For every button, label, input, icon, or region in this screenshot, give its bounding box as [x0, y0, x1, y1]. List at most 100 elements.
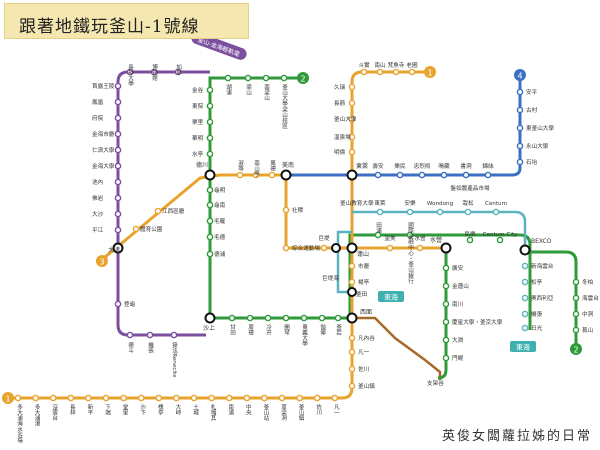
station-dot[interactable] — [264, 314, 272, 322]
station-dot[interactable] — [516, 142, 524, 150]
station-dot[interactable] — [208, 394, 215, 402]
station-dot[interactable] — [224, 74, 232, 82]
station-dot[interactable] — [114, 98, 122, 106]
station-dot[interactable] — [243, 394, 251, 402]
transfer-sasang[interactable] — [204, 312, 216, 324]
station-dot[interactable] — [114, 194, 122, 202]
station-dot[interactable] — [348, 115, 356, 123]
transfer-minam[interactable] — [280, 169, 292, 181]
transfer-yeonsan[interactable] — [346, 242, 358, 254]
station-dot[interactable] — [374, 231, 382, 239]
station-dot[interactable] — [442, 318, 450, 326]
station-dot[interactable] — [296, 394, 303, 402]
station-dot[interactable] — [348, 334, 356, 342]
station-dot[interactable] — [442, 282, 450, 290]
station-dot[interactable] — [262, 74, 270, 82]
station-dot[interactable] — [154, 207, 162, 215]
station-dot[interactable] — [348, 348, 356, 356]
station-dot[interactable] — [392, 68, 400, 76]
station-dot[interactable] — [348, 83, 356, 91]
station-dot[interactable] — [572, 294, 580, 302]
station-dot[interactable] — [416, 244, 424, 252]
station-dot[interactable] — [408, 68, 416, 76]
station-dot[interactable] — [516, 106, 524, 114]
transfer-geoje[interactable] — [331, 243, 341, 253]
station-dot[interactable] — [521, 278, 529, 286]
station-dot[interactable] — [206, 150, 214, 158]
station-dot[interactable] — [442, 336, 450, 344]
station-dot[interactable] — [225, 394, 233, 402]
station-dot[interactable] — [280, 74, 288, 82]
station-dot[interactable] — [376, 208, 384, 216]
station-dot[interactable] — [572, 326, 580, 334]
station-dot[interactable] — [442, 264, 450, 272]
station-dot[interactable] — [14, 394, 22, 402]
station-dot[interactable] — [466, 236, 474, 244]
station-dot[interactable] — [374, 171, 382, 179]
transfer-bujeon[interactable] — [347, 287, 357, 297]
transfer-daejeo[interactable] — [112, 242, 124, 254]
station-dot[interactable] — [49, 394, 57, 402]
station-dot[interactable] — [236, 171, 244, 179]
station-dot[interactable] — [386, 244, 394, 252]
station-dot[interactable] — [348, 278, 356, 286]
station-dot[interactable] — [150, 68, 158, 76]
station-dot[interactable] — [436, 208, 444, 216]
station-dot[interactable] — [516, 88, 524, 96]
station-dot[interactable] — [348, 148, 356, 156]
station-dot[interactable] — [114, 210, 122, 218]
station-dot[interactable] — [464, 208, 472, 216]
station-dot[interactable] — [348, 133, 356, 141]
station-dot[interactable] — [261, 394, 268, 402]
station-dot[interactable] — [282, 206, 290, 214]
station-dot[interactable] — [516, 124, 524, 132]
station-dot[interactable] — [516, 158, 524, 166]
station-dot[interactable] — [85, 394, 92, 402]
transfer-deokcheon[interactable] — [204, 169, 216, 181]
station-dot[interactable] — [252, 171, 260, 179]
station-dot[interactable] — [155, 394, 163, 402]
station-dot[interactable] — [32, 394, 39, 402]
station-dot[interactable] — [244, 74, 252, 82]
station-dot[interactable] — [114, 162, 122, 170]
station-dot[interactable] — [406, 231, 414, 239]
station-dot[interactable] — [206, 217, 214, 225]
station-dot[interactable] — [282, 314, 290, 322]
station-dot[interactable] — [174, 68, 182, 76]
station-dot[interactable] — [228, 314, 236, 322]
station-dot[interactable] — [114, 146, 122, 154]
station-dot[interactable] — [331, 394, 339, 402]
station-dot[interactable] — [572, 278, 580, 286]
station-dot[interactable] — [440, 171, 448, 179]
station-dot[interactable] — [406, 208, 414, 216]
station-dot[interactable] — [348, 99, 356, 107]
station-dot[interactable] — [348, 262, 356, 270]
station-dot[interactable] — [206, 118, 214, 126]
station-dot[interactable] — [146, 331, 154, 339]
station-dot[interactable] — [492, 208, 500, 216]
station-dot[interactable] — [320, 244, 328, 252]
station-dot[interactable] — [126, 68, 134, 76]
station-dot[interactable] — [173, 394, 180, 402]
station-dot[interactable] — [170, 331, 178, 339]
station-dot[interactable] — [120, 394, 127, 402]
station-dot[interactable] — [521, 294, 529, 302]
station-dot[interactable] — [348, 382, 356, 390]
station-dot[interactable] — [572, 310, 580, 318]
station-dot[interactable] — [484, 171, 492, 179]
station-dot[interactable] — [396, 171, 404, 179]
station-dot[interactable] — [206, 102, 214, 110]
station-dot[interactable] — [334, 314, 342, 322]
transfer-seomyeon[interactable] — [346, 312, 358, 324]
station-dot[interactable] — [442, 300, 450, 308]
station-dot[interactable] — [137, 394, 145, 402]
station-dot[interactable] — [67, 394, 75, 402]
station-dot[interactable] — [114, 226, 122, 234]
station-dot[interactable] — [206, 250, 214, 258]
station-dot[interactable] — [102, 394, 110, 402]
station-dot[interactable] — [442, 354, 450, 362]
station-dot[interactable] — [521, 310, 529, 318]
station-dot[interactable] — [376, 68, 384, 76]
station-dot[interactable] — [462, 171, 470, 179]
transfer-dongnae[interactable] — [346, 169, 358, 181]
